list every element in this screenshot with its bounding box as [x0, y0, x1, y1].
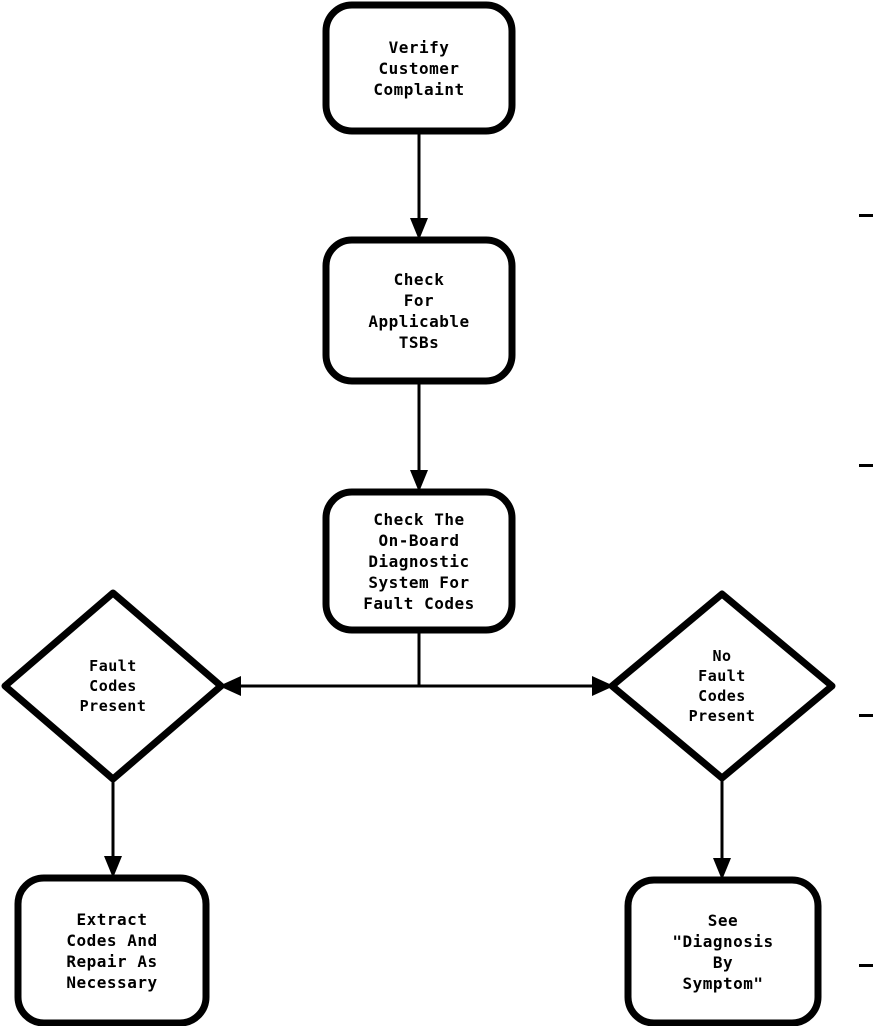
margin-tick-3 — [859, 714, 873, 717]
connectors — [104, 131, 731, 880]
connector-junction-to-no-fault-codes-present — [592, 676, 614, 696]
arrowhead-down-verify-to-tsbs — [410, 218, 428, 240]
node-shape-fault-codes-present[interactable] — [1, 589, 225, 783]
arrowhead-down-tsbs-to-obd — [410, 470, 428, 492]
node-shape-check-obd-system-for-fault-codes[interactable] — [322, 488, 516, 634]
connector-tsbs-to-obd — [410, 381, 428, 492]
margin-tick-1 — [859, 214, 873, 217]
node-shape-see-diagnosis-by-symptom[interactable] — [624, 876, 822, 1026]
connector-fault-codes-to-extract — [104, 779, 122, 878]
node-shape-verify-customer-complaint[interactable] — [322, 1, 516, 135]
node-shape-extract-codes-and-repair[interactable] — [14, 874, 210, 1026]
arrowhead-down-no-fault-codes-to-symptom — [713, 858, 731, 880]
arrowhead-right-no-fault-codes-present — [592, 676, 614, 696]
node-shape-no-fault-codes-present[interactable] — [608, 590, 836, 782]
margin-tick-2 — [859, 464, 873, 467]
connector-verify-to-tsbs — [410, 131, 428, 240]
connector-junction-to-fault-codes-present — [219, 676, 241, 696]
connector-no-fault-codes-to-symptom — [713, 778, 731, 880]
arrowhead-down-fault-codes-to-extract — [104, 856, 122, 878]
arrowhead-left-fault-codes-present — [219, 676, 241, 696]
margin-tick-4 — [859, 964, 873, 967]
node-shape-check-for-applicable-tsbs[interactable] — [322, 236, 516, 385]
